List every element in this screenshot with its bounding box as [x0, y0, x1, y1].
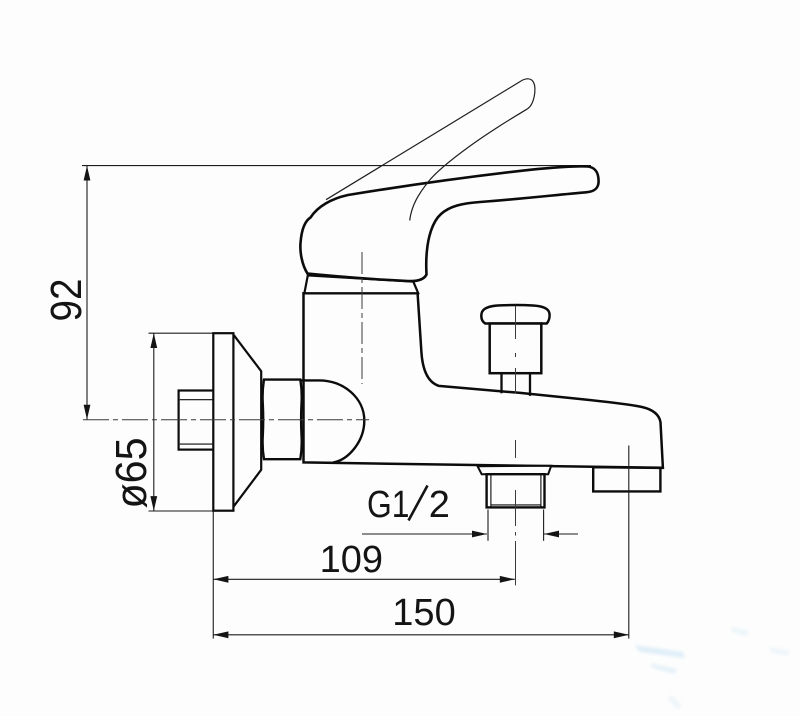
svg-text:2: 2	[429, 484, 450, 526]
svg-text:109: 109	[320, 539, 383, 581]
svg-text:ø65: ø65	[107, 438, 156, 509]
svg-text:G1: G1	[367, 484, 410, 526]
svg-text:92: 92	[42, 279, 91, 322]
svg-text:150: 150	[392, 592, 455, 634]
